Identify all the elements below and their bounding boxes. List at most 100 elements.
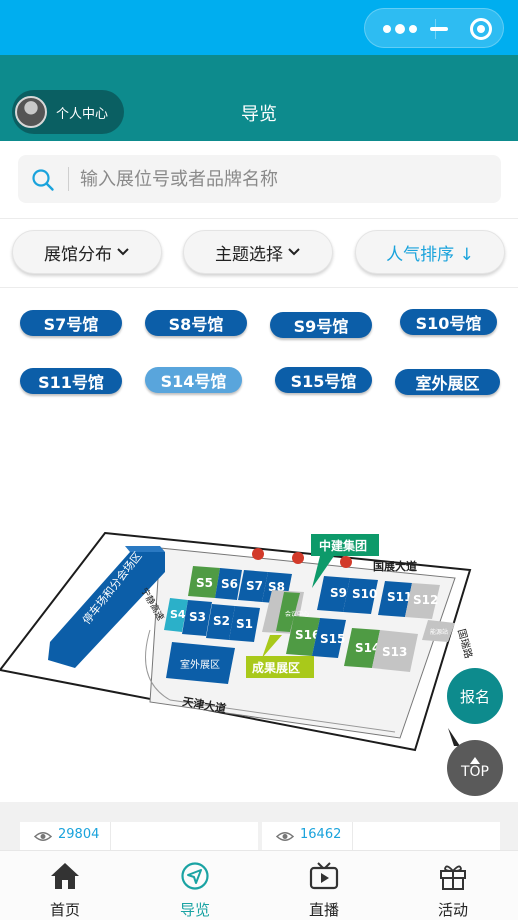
hall-button[interactable]: S10号馆 (400, 309, 497, 335)
booth[interactable] (344, 628, 380, 668)
tv-icon (309, 862, 339, 890)
eye-icon (34, 832, 52, 841)
callout-bottom[interactable] (246, 656, 314, 678)
booth-label: S15 (320, 632, 345, 646)
booth-label: S5 (196, 576, 213, 590)
booth-label: S12 (413, 593, 438, 607)
road-label: 国瑞路 (455, 627, 475, 659)
callout-pointer (262, 635, 282, 658)
filter-bar: 展馆分布 主题选择 人气排序 ↓ (0, 219, 518, 288)
parking-area-top (125, 546, 165, 552)
hall-button[interactable]: S8号馆 (145, 310, 247, 336)
booth-label: S10 (352, 587, 377, 601)
center-block-highlight (276, 592, 300, 632)
content-cards: 29804 16462 (0, 802, 518, 852)
map-road-curve (145, 629, 396, 733)
callout-top[interactable] (311, 534, 379, 556)
booth-label: S4 (170, 608, 186, 621)
filter-popularity-sort[interactable]: 人气排序 ↓ (355, 230, 505, 274)
tab-guide[interactable]: 导览 (155, 857, 235, 919)
search-section (0, 141, 518, 219)
metro-marker (292, 552, 304, 564)
arrow-up-icon (470, 756, 480, 764)
tab-label: 直播 (308, 901, 339, 919)
close-target-icon[interactable] (469, 17, 493, 41)
booth[interactable] (372, 630, 418, 672)
hall-button-selected[interactable]: S14号馆 (145, 367, 242, 393)
tab-label: 活动 (437, 901, 468, 919)
metro-marker (340, 556, 352, 568)
booth[interactable] (312, 618, 346, 658)
view-count: 29804 (58, 827, 100, 842)
booth-label: S1 (236, 617, 253, 631)
tab-label: 导览 (179, 901, 210, 919)
navigation-bar: 个人中心 导览 (0, 55, 518, 141)
hall-button[interactable]: 室外展区 (395, 369, 500, 395)
callout-bottom-label: 成果展区 (252, 660, 300, 675)
more-icon[interactable] (381, 23, 419, 35)
search-box[interactable] (18, 155, 501, 203)
parking-area (48, 552, 165, 668)
booth[interactable] (229, 606, 260, 642)
gift-icon (440, 865, 466, 890)
content-card[interactable]: 16462 (262, 822, 500, 852)
booth[interactable] (238, 570, 268, 602)
profile-button[interactable]: 个人中心 (12, 90, 124, 134)
tab-label: 首页 (49, 901, 80, 919)
filter-hall-distribution[interactable]: 展馆分布 (12, 230, 162, 274)
card-divider (352, 822, 353, 852)
filter-theme[interactable]: 主题选择 (183, 230, 333, 274)
filter-label: 主题选择 (215, 244, 283, 265)
view-count: 16462 (300, 827, 342, 842)
booth[interactable] (405, 583, 440, 619)
center-block-label: 会议中心 (285, 610, 309, 618)
card-divider (110, 822, 111, 852)
tab-live[interactable]: 直播 (284, 857, 364, 919)
booth[interactable] (343, 578, 378, 614)
booth[interactable] (164, 598, 188, 632)
side-block[interactable] (422, 620, 455, 642)
hall-button[interactable]: S15号馆 (275, 367, 372, 393)
booth[interactable] (206, 604, 235, 640)
booth-label: S11 (387, 590, 412, 604)
hall-button[interactable]: S11号馆 (20, 368, 122, 394)
navigation-icon (181, 862, 209, 890)
search-divider (68, 167, 69, 191)
search-input[interactable] (80, 155, 480, 203)
eye-icon (276, 832, 294, 841)
outdoor-label: 室外展区 (180, 658, 220, 671)
booth-label: S6 (221, 577, 238, 591)
chevron-down-icon (288, 248, 300, 256)
signup-button[interactable]: 报名 (447, 668, 503, 724)
tab-home[interactable]: 首页 (25, 857, 105, 919)
page-title: 导览 (241, 104, 277, 125)
hall-button[interactable]: S9号馆 (270, 312, 372, 338)
filter-label: 人气排序 ↓ (386, 244, 474, 265)
booth-label: S13 (382, 645, 407, 659)
booth[interactable] (215, 568, 242, 600)
minimize-icon[interactable] (427, 23, 451, 35)
outdoor-area[interactable] (166, 642, 235, 684)
booth-label: S16 (295, 628, 320, 642)
signup-label: 报名 (459, 687, 490, 706)
content-card[interactable]: 29804 (20, 822, 258, 852)
side-block-label: 能源站 (430, 628, 448, 636)
tab-activity[interactable]: 活动 (413, 857, 493, 919)
booth-label: S9 (330, 586, 347, 600)
booth[interactable] (317, 576, 350, 612)
callout-pointer (312, 556, 334, 588)
exhibition-map[interactable]: 停车场和分会场区 国展大道 天津大道 宁静高速 国瑞路 S5 S6 S7 S8 … (0, 420, 518, 800)
booth[interactable] (378, 581, 412, 617)
back-to-top-button[interactable]: TOP (447, 740, 503, 796)
back-to-top-label: TOP (460, 763, 489, 780)
booth-label: S3 (189, 610, 206, 624)
hall-button[interactable]: S7号馆 (20, 310, 122, 336)
booth[interactable] (286, 616, 320, 656)
booth[interactable] (188, 566, 220, 598)
booth-label: S7 (246, 579, 263, 593)
booth[interactable] (182, 600, 212, 636)
hall-list: S7号馆 S8号馆 S9号馆 S10号馆 S11号馆 S14号馆 S15号馆 室… (0, 300, 518, 410)
home-icon (51, 863, 79, 889)
search-icon (32, 169, 54, 191)
metro-marker (252, 548, 264, 560)
